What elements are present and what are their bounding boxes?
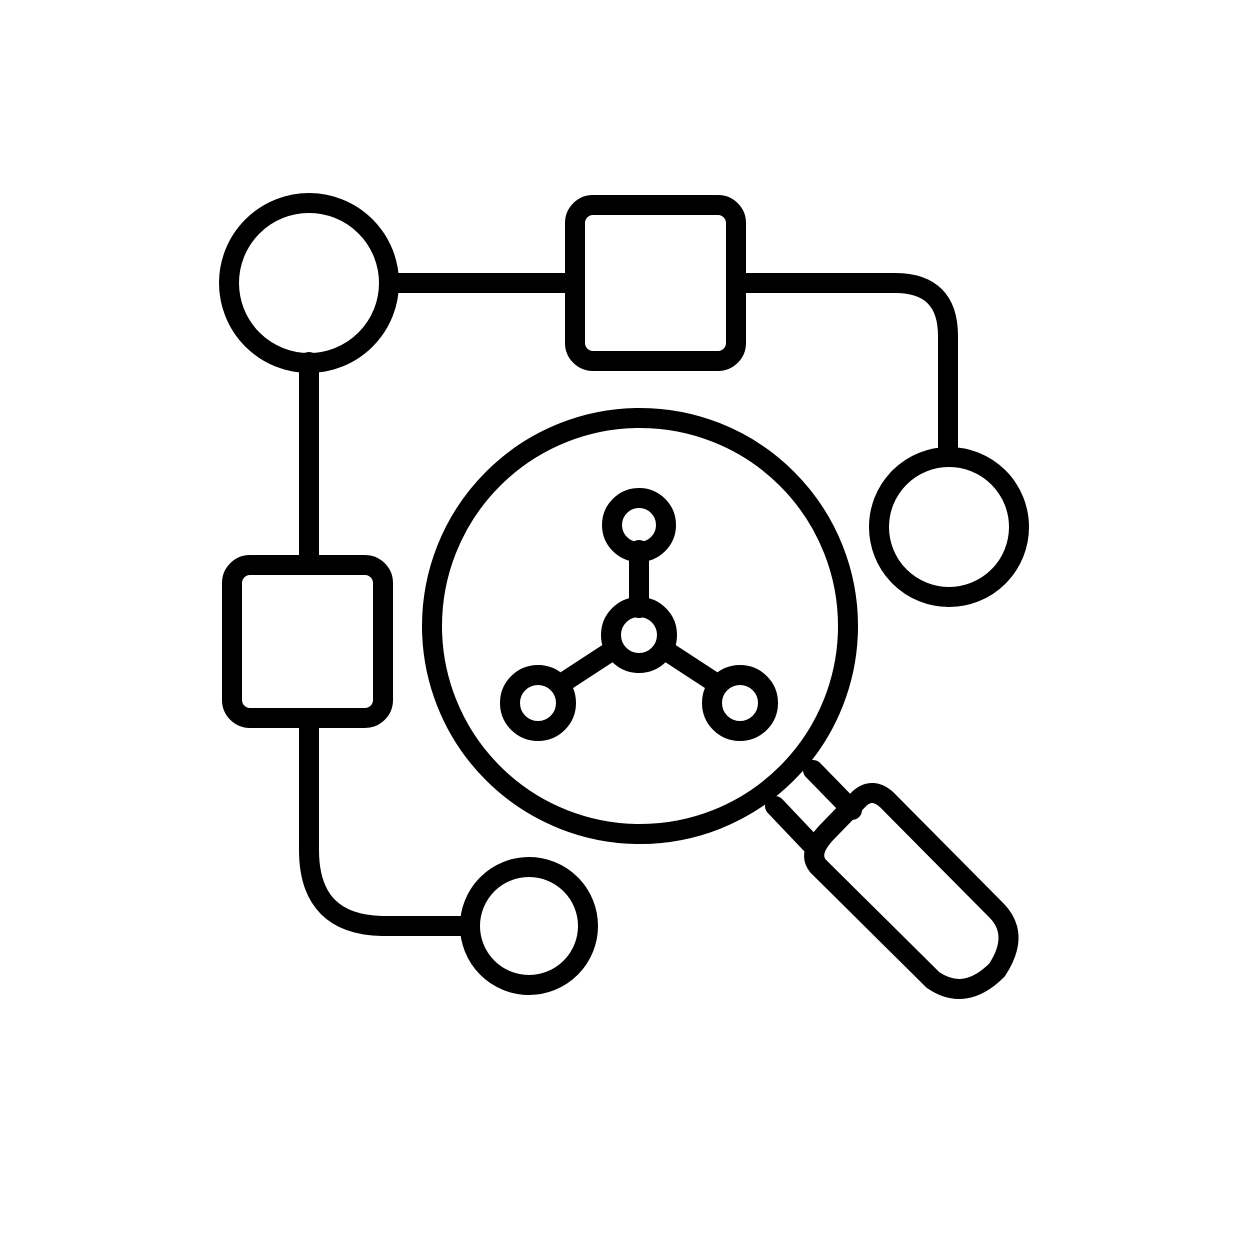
circle-node-bottom <box>460 857 598 995</box>
square-node-left <box>222 555 393 728</box>
network-graph-icon <box>500 488 778 741</box>
circle-node-right <box>869 447 1029 607</box>
square-node-top <box>565 195 746 371</box>
graph-edge-left <box>554 640 623 692</box>
graph-node-center <box>601 597 677 673</box>
circle-node-top-left <box>219 193 399 373</box>
graph-node-right <box>702 665 778 741</box>
graph-node-top <box>602 488 676 562</box>
graph-edge-right <box>655 640 724 692</box>
magnifier-handle <box>804 783 1019 999</box>
magnifier-lens <box>422 408 858 844</box>
graph-node-left <box>500 665 576 741</box>
connector-left-bottom <box>299 708 480 936</box>
connector-top-right <box>726 273 958 462</box>
